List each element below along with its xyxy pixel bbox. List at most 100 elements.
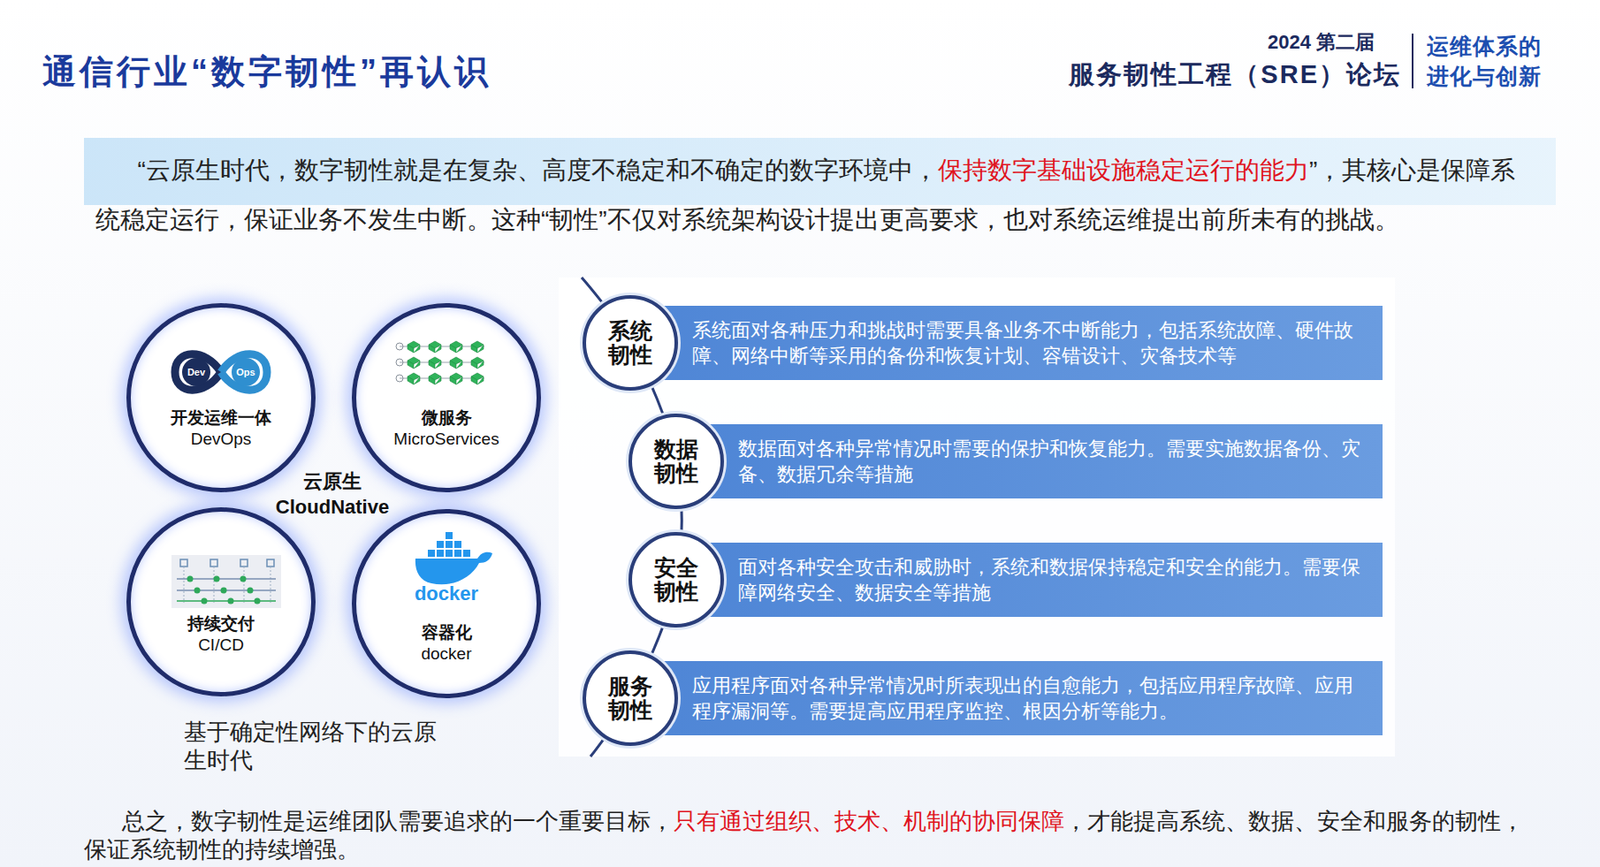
emphasis-text: 只有通过组织、技术、机制的协同保障 [673,807,1065,835]
icon-stroke [407,341,420,353]
row-heading: 系统 韧性 [607,319,653,368]
icon-stroke [449,341,463,353]
icon-label: Dev [187,366,206,379]
event-year: 2024 第二届 [1267,30,1375,54]
circle-title: 微服务 [356,407,537,429]
icon-stroke [254,598,261,605]
summary-paragraph: 总之，数字韧性是运维团队需要追求的一个重要目标，只有通过组织、技术、机制的协同保… [83,807,1534,864]
icon-stroke [471,341,484,353]
icon-stroke [427,549,435,557]
icon-stroke [428,357,442,369]
icon-stroke [270,566,272,603]
icon-stroke [180,559,188,567]
icon-stroke [436,540,444,549]
circle-subtitle: docker [356,643,537,665]
row-band [703,424,1383,499]
icon-stroke [266,559,275,567]
logo-word: docker [414,582,479,605]
circle-subtitle: DevOps [130,428,312,450]
figure-caption: 基于确定性网络下的云原生时代 [183,717,450,775]
center-label: CloudNative [275,495,389,519]
devops-icon [175,354,267,391]
row-band [703,542,1383,618]
tech-circle: 持续交付CI/CD [126,507,316,697]
cicd-icon [171,555,282,609]
docker-icon [415,532,493,585]
infinity-right [220,354,267,391]
resilience-row: 数据 韧性数据面对各种异常情况时需要的保护和恢复能力。需要实施数据备份、灾备、数… [628,424,1383,499]
cicd-ground [171,555,282,609]
circle-title: 持续交付 [130,613,312,635]
icon-stroke [187,576,194,583]
row-heading: 数据 韧性 [653,437,699,487]
panel-ground [558,277,1395,757]
icon-stroke [407,357,420,369]
row-circle: 系统 韧性 [582,295,679,391]
resilience-row: 系统 韧性系统面对各种压力和挑战时需要具备业务不中断能力，包括系统故障、硬件故障… [582,305,1383,381]
row-circle: 数据 韧性 [628,413,724,510]
row-body: 数据面对各种异常情况时需要的保护和恢复能力。需要实施数据备份、灾备、数据冗余等措… [738,435,1372,488]
icon-stroke [463,549,471,557]
tech-circle: 容器化docker [351,509,541,699]
tech-circle: 微服务MicroServices [351,303,541,493]
icon-stroke [201,598,208,605]
ops-dot [231,358,260,387]
icon-label: Ops [236,366,255,379]
icon-stroke [240,559,248,567]
circle-fill [354,511,539,696]
icon-stroke [428,373,442,385]
microservices-icon [396,341,485,385]
center-label: 云原生 [303,470,362,493]
row-band [662,661,1383,736]
row-circle: 服务 韧性 [582,650,679,747]
row-body: 面对各种安全攻击和威胁时，系统和数据保持稳定和安全的能力。需要保障网络安全、数据… [738,554,1372,606]
row-band [653,305,1383,381]
row-body: 应用程序面对各种异常情况时所表现出的自愈能力，包括应用程序故障、应用程序漏洞等。… [692,672,1372,724]
icon-stroke [454,540,462,549]
icon-stroke [228,598,235,605]
infinity-left [175,354,221,391]
icon-stroke [194,587,201,595]
icon-stroke [471,357,484,369]
icon-stroke [210,559,218,567]
icon-stroke [396,342,404,351]
icon-stroke [445,532,453,540]
paragraph-text: 总之，数字韧性是运维团队需要追求的一个重要目标， [121,807,674,835]
circle-fill [129,510,313,694]
circle-title: 开发运维一体 [130,407,312,429]
paragraph-text: “云原生时代，数字韧性就是在复杂、高度不稳定和不确定的数字环境中， [137,156,938,184]
row-heading: 安全 韧性 [653,556,699,605]
timeline-arc [581,277,682,757]
event-name: 服务韧性工程（SRE）论坛 [1068,60,1402,90]
resilience-row: 服务 韧性应用程序面对各种异常情况时所表现出的自愈能力，包括应用程序故障、应用程… [582,661,1383,736]
event-slogan: 运维体系的 [1426,33,1542,60]
circle-fill [354,305,539,490]
dev-dot [182,358,211,387]
icon-stroke [176,600,276,602]
whale-body [415,552,493,586]
row-heading: 服务 韧性 [607,674,653,724]
tech-circle: 开发运维一体DevOps [126,303,316,493]
icon-stroke [449,373,463,385]
logo-divider [1411,33,1414,89]
icon-stroke [396,358,404,366]
icon-stroke [436,549,444,557]
icon-stroke [449,357,463,369]
icon-stroke [240,576,247,583]
icon-stroke [471,373,484,385]
icon-stroke [213,566,215,603]
intro-paragraph: “云原生时代，数字韧性就是在复杂、高度不稳定和不确定的数字环境中，保持数字基础设… [95,145,1537,245]
icon-stroke [445,540,453,549]
icon-stroke [445,549,453,557]
circle-subtitle: CI/CD [130,634,312,656]
icon-stroke [220,587,228,595]
icon-stroke [407,373,420,385]
resilience-row: 安全 韧性面对各种安全攻击和威胁时，系统和数据保持稳定和安全的能力。需要保障网络… [628,542,1383,618]
circle-title: 容器化 [356,622,537,644]
icon-stroke [247,587,254,595]
circle-subtitle: MicroServices [356,428,537,450]
row-circle: 安全 韧性 [628,532,724,628]
emphasis-text: 保持数字基础设施稳定运行的能力 [937,156,1310,184]
